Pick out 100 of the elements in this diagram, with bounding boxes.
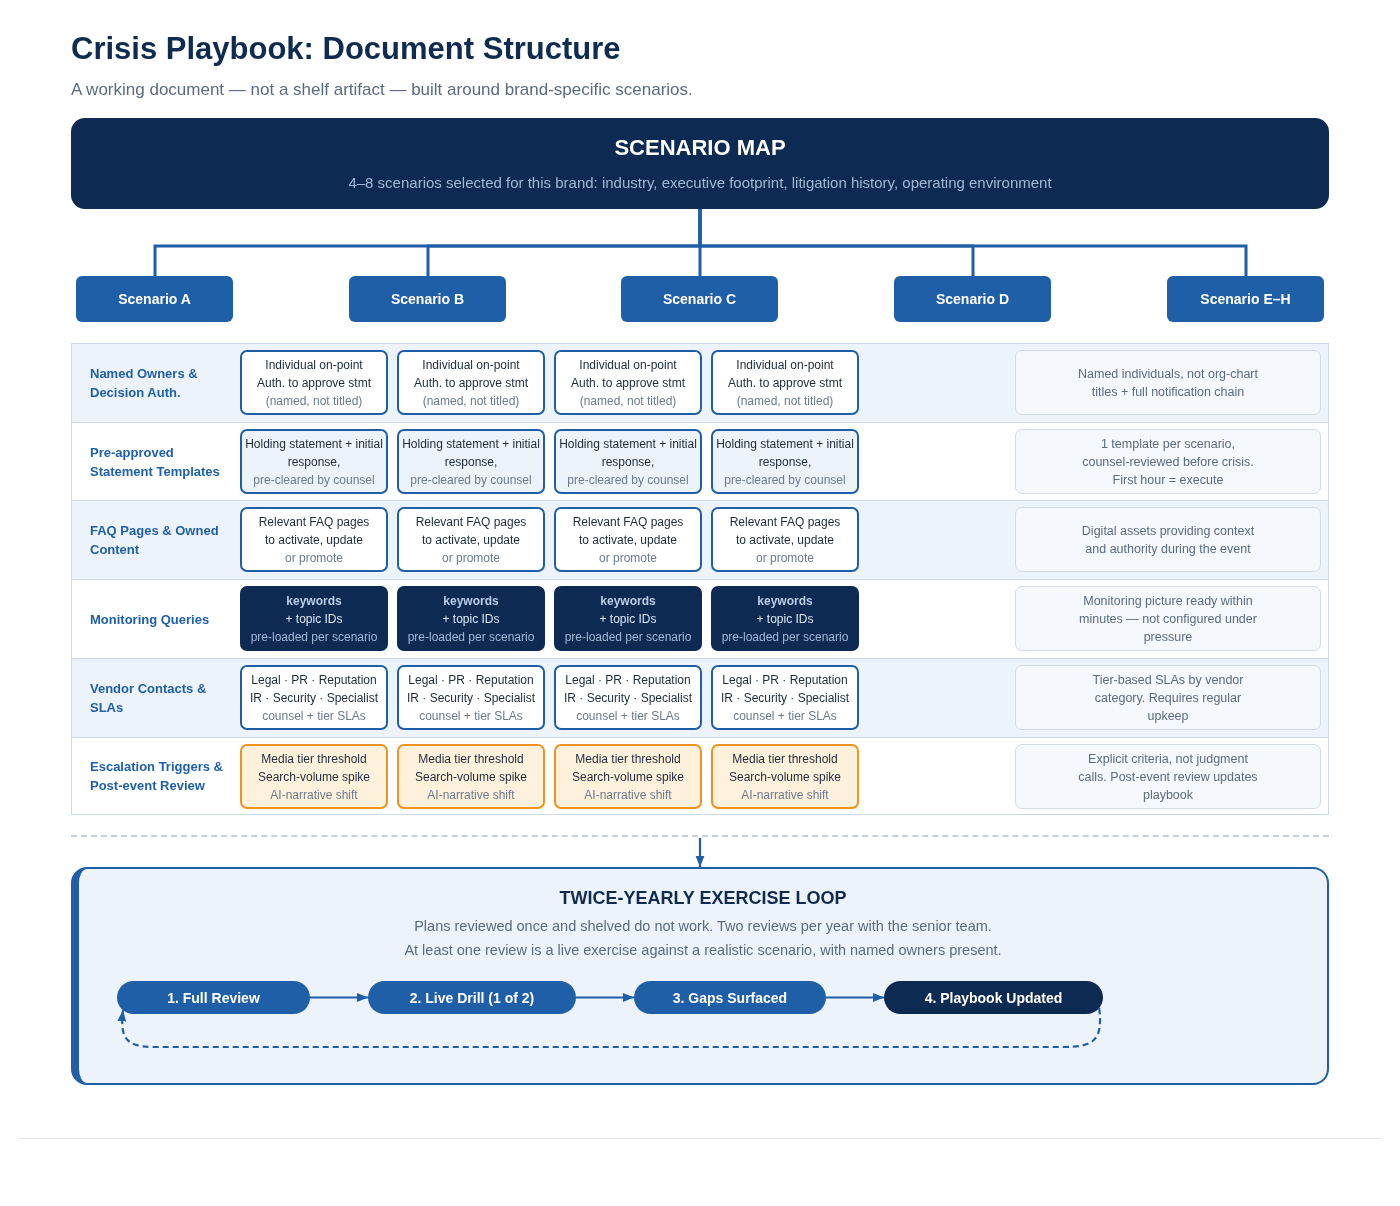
scenario-cell [711,507,859,572]
row-band [71,579,1329,658]
loop-title: TWICE-YEARLY EXERCISE LOOP [559,887,847,910]
row-band [71,658,1329,737]
dashed-return-arrow [117,1008,1102,1049]
scenario-cell [554,744,702,809]
step-label: 4. Playbook Updated [924,989,1063,1006]
scenario-map-banner [71,118,1329,209]
cell-text: Media tier threshold [575,750,681,768]
row-heading: Escalation Triggers & Post-event Review [90,758,224,795]
cell-note: or promote [285,549,343,567]
scenario-cell [554,350,702,415]
scenario-cell [397,665,545,730]
scenario-box [76,276,233,322]
cell-text: Search-volume spike [571,768,685,786]
scenario-cell [711,665,859,730]
cell-text: Relevant FAQ pages to activate, update [728,513,842,549]
scenario-cell [240,665,388,730]
step-label: 1. Full Review [167,989,260,1006]
scenario-cell [397,350,545,415]
cell-text: Holding statement + initial response, [558,435,698,471]
cell-note: pre-cleared by counsel [724,471,846,489]
scenario-label: Scenario E–H [1200,291,1291,307]
summary-text: Monitoring picture ready within minutes — not configured under pressure [1078,592,1258,646]
arrow [826,993,884,1002]
scenario-cell [554,665,702,730]
scenario-cell [240,429,388,494]
cell-note: counsel + tier SLAs [419,707,523,725]
summary-text: Digital assets providing context and authority during the event [1080,522,1256,558]
scenario-cell [397,744,545,809]
row-band [71,500,1329,579]
scenario-cell [554,507,702,572]
step-pill [368,981,576,1014]
cell-text: Search-volume spike [257,768,371,786]
loop-panel [71,867,1329,1085]
scenario-cell [711,744,859,809]
cell-text: Individual on-point [265,356,363,374]
cell-note: pre-loaded per scenario [407,628,535,646]
row-band [71,422,1329,500]
cell-text: Auth. to approve stmt [256,374,372,392]
scenario-label: Scenario C [662,291,737,307]
summary-cell [1015,507,1321,572]
cell-text: + topic IDs [756,610,814,628]
row-heading: Pre-approved Statement Templates [90,443,221,481]
summary-text: Tier-based SLAs by vendor category. Requires regular upkeep [1091,671,1245,725]
cell-note: counsel + tier SLAs [733,707,837,725]
scenario-cell [554,429,702,494]
cell-text: + topic IDs [599,610,657,628]
cell-text: keywords [443,592,499,610]
row-heading: Vendor Contacts & SLAs [90,680,208,717]
scenario-cell [240,507,388,572]
loop-description: At least one review is a live exercise against a realistic scenario, with named owners present. [404,941,1002,960]
summary-text: Named individuals, not org-chart titles + full notification chain [1077,365,1259,401]
cell-text: keywords [286,592,342,610]
subtitle: A working document — not a shelf artifact — built around brand-specific scenarios. [71,80,693,100]
step-label: 3. Gaps Surfaced [672,989,788,1006]
row-heading: Monitoring Queries [90,610,211,629]
arrow [310,993,368,1002]
scenario-label: Scenario D [935,291,1010,307]
summary-cell [1015,350,1321,415]
scenario-cell [397,586,545,651]
cell-note: counsel + tier SLAs [576,707,680,725]
step-pill [117,981,310,1014]
row-band [71,343,1329,422]
cell-text: + topic IDs [442,610,500,628]
cell-text: Holding statement + initial response, [401,435,541,471]
cell-note: AI-narrative shift [741,786,829,804]
cell-text: Holding statement + initial response, [244,435,384,471]
scenario-cell [711,429,859,494]
cell-text: Individual on-point [422,356,520,374]
cell-text: Individual on-point [579,356,677,374]
cell-note: pre-cleared by counsel [410,471,532,489]
cell-text: Relevant FAQ pages to activate, update [257,513,371,549]
scenario-cell [711,586,859,651]
scenario-box [1167,276,1324,322]
scenario-cell [240,586,388,651]
cell-text: + topic IDs [285,610,343,628]
cell-text: IR · Security · Specialist [249,689,378,707]
cell-text: Legal · PR · Reputation [408,671,534,689]
step-pill [884,981,1103,1014]
cell-note: pre-cleared by counsel [253,471,375,489]
row-heading: FAQ Pages & Owned Content [90,522,220,559]
scenario-label: Scenario A [118,291,191,307]
scenario-cell [554,586,702,651]
summary-cell [1015,429,1321,494]
cell-text: IR · Security · Specialist [563,689,692,707]
cell-note: or promote [442,549,500,567]
scenario-cell [711,350,859,415]
cell-text: Media tier threshold [261,750,367,768]
summary-cell [1015,586,1321,651]
cell-note: or promote [599,549,657,567]
arrow [576,993,634,1002]
page-title: Crisis Playbook: Document Structure [71,31,621,67]
cell-note: (named, not titled) [422,392,520,410]
arrow [695,838,705,867]
scenario-cell [240,350,388,415]
cell-note: AI-narrative shift [270,786,358,804]
cell-text: Legal · PR · Reputation [722,671,848,689]
banner-title: SCENARIO MAP [614,134,786,161]
cell-text: keywords [757,592,813,610]
